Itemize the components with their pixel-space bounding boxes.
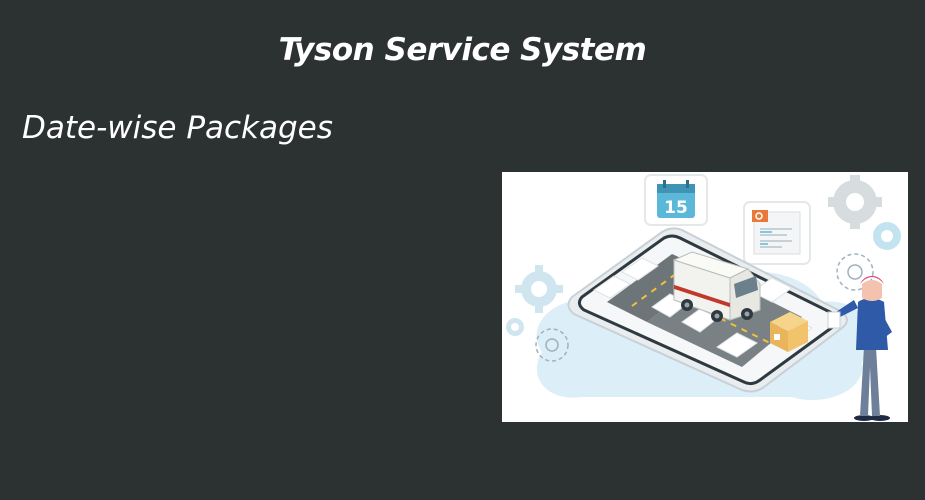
- person-illustration: [827, 276, 892, 421]
- page-title: Tyson Service System: [278, 32, 647, 68]
- delivery-illustration: 15: [502, 172, 908, 422]
- section-title: Date-wise Packages: [22, 110, 333, 146]
- gear-icon: [515, 265, 563, 313]
- gear-icon: [535, 328, 569, 362]
- calendar-icon: 15: [644, 174, 708, 226]
- delivery-truck-icon: [672, 251, 761, 322]
- document-icon: [743, 201, 811, 265]
- gear-icon: [836, 253, 874, 291]
- gear-icon: [828, 175, 882, 229]
- package-icon: [770, 312, 808, 352]
- gear-icon: [506, 318, 524, 336]
- calendar-day: 15: [664, 198, 688, 218]
- gear-icon: [873, 222, 901, 250]
